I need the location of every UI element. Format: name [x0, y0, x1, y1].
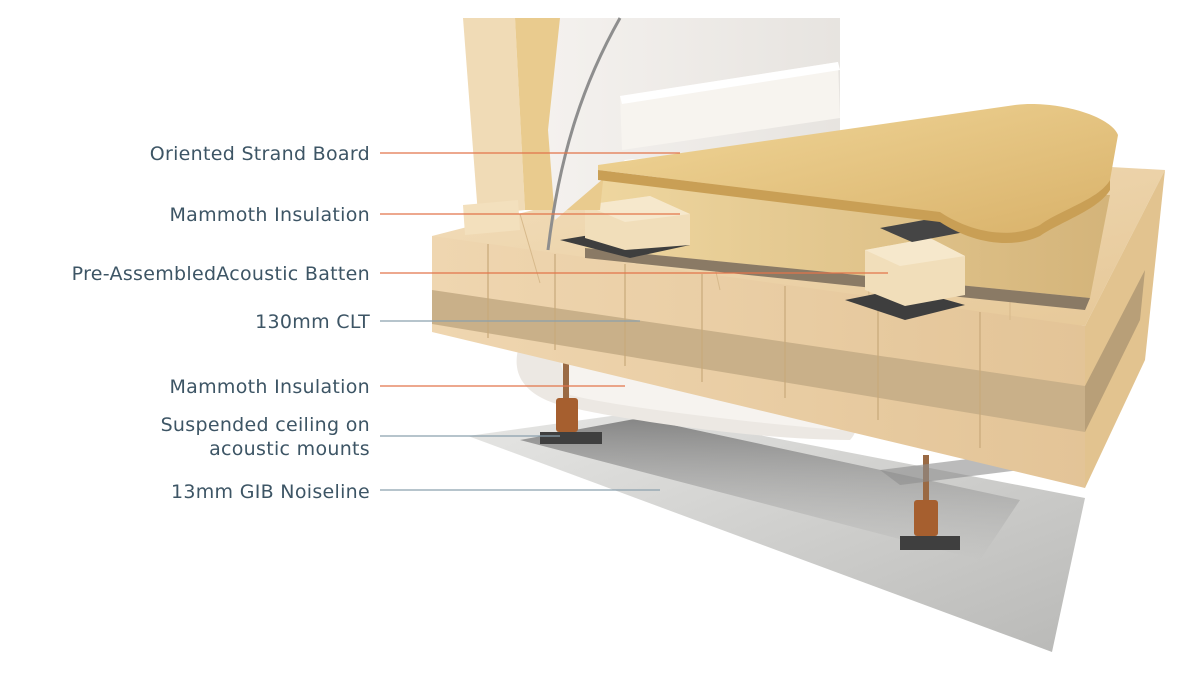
label-mammoth-insulation-lower: Mammoth Insulation [169, 376, 370, 398]
wall [463, 17, 840, 251]
ceiling-hanger [540, 352, 602, 444]
acoustic-batten [560, 196, 690, 258]
acoustic-batten [845, 218, 965, 320]
label-suspended-ceiling: Suspended ceiling on acoustic mounts [160, 414, 370, 460]
osb-layer [598, 104, 1118, 244]
label-acoustic-batten: Pre-AssembledAcoustic Batten [71, 263, 370, 285]
label-clt: 130mm CLT [255, 311, 370, 333]
leader-lines [380, 152, 888, 491]
label-gib-noiseline: 13mm GIB Noiseline [170, 481, 370, 503]
label-oriented-strand-board: Oriented Strand Board [149, 143, 370, 165]
acoustic-battens [560, 196, 965, 320]
label-mammoth-insulation-upper: Mammoth Insulation [169, 204, 370, 226]
